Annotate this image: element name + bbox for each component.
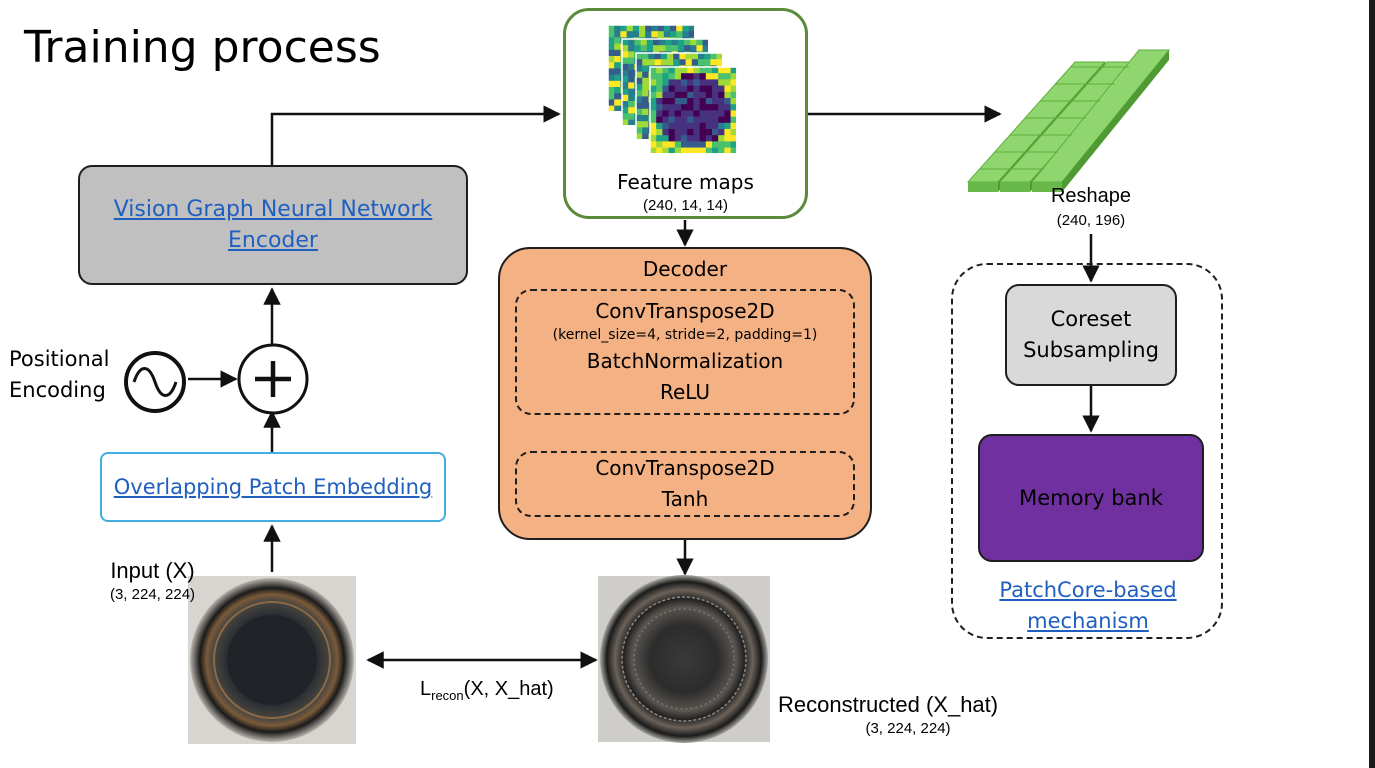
reshape-shape: (240, 196) <box>1056 212 1126 229</box>
coreset-subsampling-box: Coreset Subsampling <box>1005 284 1177 386</box>
vig-encoder-box[interactable]: Vision Graph Neural Network Encoder <box>78 165 468 285</box>
memory-bank-label: Memory bank <box>1019 486 1163 510</box>
patch-embedding-link[interactable]: Overlapping Patch Embedding <box>113 475 433 499</box>
feature-maps-shape: (240, 14, 14) <box>642 197 729 214</box>
reconstructed-shape: (3, 224, 224) <box>865 720 951 737</box>
convtranspose-params: (kernel_size=4, stride=2, padding=1) <box>552 327 818 343</box>
patchcore-link[interactable]: PatchCore-based mechanism <box>990 575 1186 637</box>
feature-maps-box: Feature maps (240, 14, 14) <box>563 8 808 219</box>
input-image <box>188 576 356 744</box>
positional-encoding-line2: Encoding <box>9 378 106 402</box>
patch-embedding-box[interactable]: Overlapping Patch Embedding <box>100 452 446 522</box>
convtranspose-layer-1: ConvTranspose2D <box>595 299 775 323</box>
decoder-title: Decoder <box>642 257 728 281</box>
decoder-block-1: ConvTranspose2D (kernel_size=4, stride=2… <box>515 289 855 415</box>
reconstruction-loss-label: Lrecon(X, X_hat) <box>420 678 554 703</box>
encoder-link-line2[interactable]: Encoder <box>228 228 318 253</box>
positional-encoding-label: Positional Encoding <box>9 344 109 406</box>
encoder-link-line1[interactable]: Vision Graph Neural Network <box>113 197 433 222</box>
memory-bank-box: Memory bank <box>978 434 1204 562</box>
window-edge <box>1369 0 1375 768</box>
add-icon <box>237 343 309 415</box>
loss-subscript: recon <box>431 688 464 703</box>
positional-encoding-line1: Positional <box>9 347 110 371</box>
feature-maps-heatmaps <box>607 24 738 155</box>
patchcore-link-line2[interactable]: mechanism <box>1027 609 1149 633</box>
sine-wave-icon <box>124 351 186 413</box>
reconstructed-image <box>598 575 770 743</box>
decoder-block-2: ConvTranspose2D Tanh <box>515 451 855 517</box>
loss-args: (X, X_hat) <box>463 678 554 700</box>
coreset-line1: Coreset <box>1050 307 1132 331</box>
input-shape: (3, 224, 224) <box>109 586 196 603</box>
convtranspose-layer-2: ConvTranspose2D <box>595 456 775 480</box>
decoder-box: Decoder ConvTranspose2D (kernel_size=4, … <box>498 247 872 540</box>
reshape-label: Reshape <box>1050 185 1132 207</box>
page-title: Training process <box>24 22 381 73</box>
arrow-encoder-to-featuremaps <box>270 105 561 165</box>
patchcore-link-line1[interactable]: PatchCore-based <box>999 578 1177 602</box>
reconstructed-label: Reconstructed (X_hat) <box>778 692 999 717</box>
tanh-layer: Tanh <box>661 487 709 511</box>
feature-map-4 <box>649 66 738 155</box>
coreset-line2: Subsampling <box>1023 338 1159 362</box>
reshape-blocks-icon <box>966 49 1171 192</box>
batchnorm-layer: BatchNormalization <box>586 349 784 373</box>
input-label: Input (X) <box>110 558 195 583</box>
relu-layer: ReLU <box>659 380 711 404</box>
patchcore-group <box>951 263 1223 639</box>
feature-maps-label: Feature maps <box>617 170 754 194</box>
loss-prefix: L <box>420 678 432 700</box>
